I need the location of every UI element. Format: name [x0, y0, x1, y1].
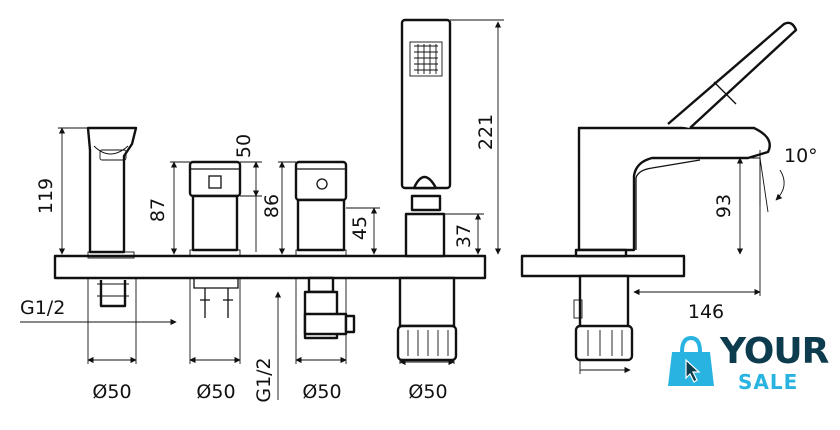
- diameter-label-3: Ø50: [302, 381, 341, 403]
- hand-shower: [396, 18, 458, 362]
- dim-label-146: 146: [688, 301, 724, 323]
- your-sale-logo: YOUR SALE: [666, 331, 834, 398]
- dim-label-93: 93: [713, 194, 735, 218]
- dim-label-119: 119: [35, 178, 57, 214]
- diameter-label-4: Ø50: [408, 381, 447, 403]
- dim-label-87: 87: [147, 198, 169, 222]
- thread-label-left: G1/2: [20, 297, 65, 319]
- diameter-label-1: Ø50: [92, 381, 131, 403]
- logo-word-sale: SALE: [738, 370, 799, 394]
- dim-label-86: 86: [261, 194, 283, 218]
- thread-label-bottom: G1/2: [253, 357, 275, 402]
- dim-label-37: 37: [453, 224, 475, 248]
- dim-label-50: 50: [233, 134, 255, 158]
- side-view: [520, 21, 798, 362]
- mixer-handle-2: [294, 160, 356, 340]
- dim-label-angle: 10°: [784, 145, 818, 167]
- shopping-bag-cursor-icon: [668, 335, 714, 386]
- dim-label-221: 221: [475, 114, 497, 150]
- dim-label-45: 45: [349, 216, 371, 240]
- diameter-label-2: Ø50: [196, 381, 235, 403]
- dimension-lines: [20, 19, 785, 400]
- mixer-handle-1: [188, 160, 242, 318]
- logo-word-your: YOUR: [720, 331, 829, 372]
- spout-component: [86, 126, 138, 308]
- deck-plate-front: [53, 254, 487, 280]
